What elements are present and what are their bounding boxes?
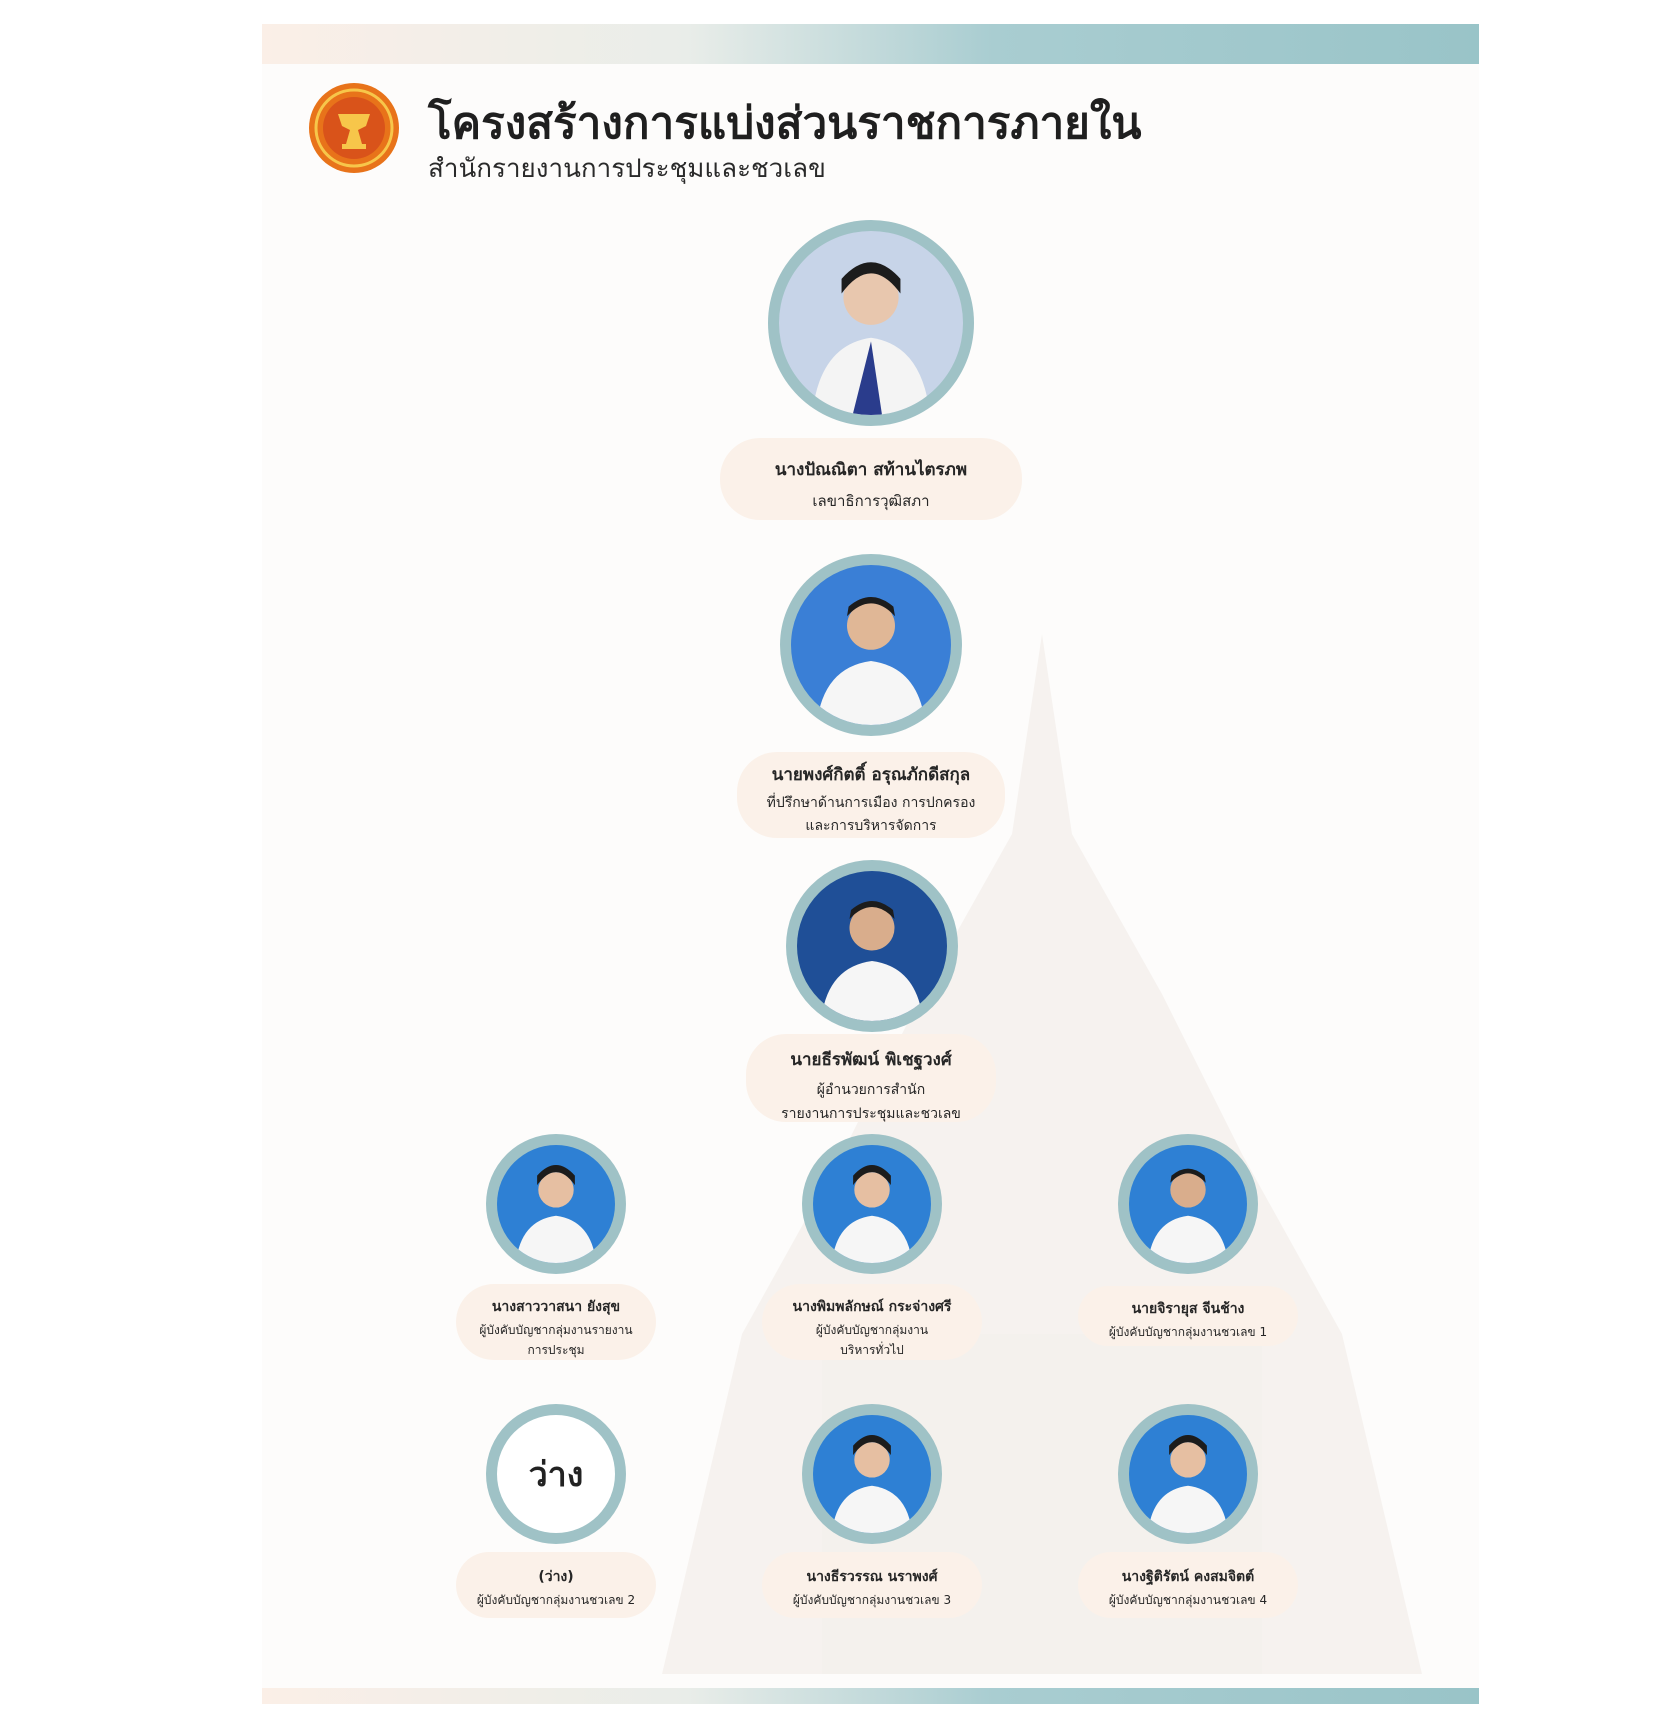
person-card: นายธีรพัฒน์ พิเชฐวงศ์ ผู้อำนวยการสำนัก ร… — [746, 1034, 996, 1122]
portrait-photo — [802, 1404, 942, 1544]
portrait-photo — [486, 1134, 626, 1274]
person-card: นางพิมพลักษณ์ กระจ่างศรี ผู้บังคับบัญชาก… — [762, 1284, 982, 1360]
person-position: ผู้บังคับบัญชากลุ่มงานชวเลข 1 — [1108, 1325, 1268, 1339]
person-name: นางสาววาสนา ยังสุข — [491, 1299, 621, 1315]
portrait-photo — [780, 554, 962, 736]
portrait-photo — [802, 1134, 942, 1274]
person-position: ผู้บังคับบัญชากลุ่มงานชวเลข 4 — [1108, 1593, 1268, 1607]
person-card: (ว่าง) ผู้บังคับบัญชากลุ่มงานชวเลข 2 — [456, 1552, 656, 1618]
person-card: นางสาววาสนา ยังสุข ผู้บังคับบัญชากลุ่มงา… — [456, 1284, 656, 1360]
page-subtitle: สำนักรายงานการประชุมและชวเลข — [428, 154, 826, 184]
person-name: นางฐิติรัตน์ คงสมจิตต์ — [1121, 1569, 1255, 1585]
top-decorative-bar — [262, 24, 1479, 64]
person-position: เลขาธิการวุฒิสภา — [812, 492, 930, 510]
person-name: (ว่าง) — [538, 1569, 574, 1585]
portrait-photo — [1118, 1404, 1258, 1544]
person-card: นายจิรายุส จีนช้าง ผู้บังคับบัญชากลุ่มงา… — [1078, 1286, 1298, 1346]
portrait-photo — [768, 220, 974, 426]
person-card: นายพงศ์กิตติ์ อรุณภักดีสกุล ที่ปรึกษาด้า… — [737, 752, 1005, 838]
person-card: นางธีรวรรณ นราพงศ์ ผู้บังคับบัญชากลุ่มงา… — [762, 1552, 982, 1618]
person-position-line2: การประชุม — [527, 1343, 585, 1357]
portrait-photo — [1118, 1134, 1258, 1274]
person-position: ผู้บังคับบัญชากลุ่มงานชวเลข 3 — [792, 1593, 952, 1607]
person-position: ผู้บังคับบัญชากลุ่มงานรายงาน — [479, 1323, 633, 1337]
person-name: นางปัณณิตา สท้านไตรภพ — [774, 460, 968, 480]
vacant-position-circle: ว่าง — [486, 1404, 626, 1544]
person-name: นางธีรวรรณ นราพงศ์ — [806, 1569, 938, 1585]
person-name: นางพิมพลักษณ์ กระจ่างศรี — [792, 1299, 952, 1315]
person-position: ผู้บังคับบัญชากลุ่มงาน — [815, 1323, 929, 1337]
bottom-decorative-bar — [262, 1688, 1479, 1704]
person-position-line2: รายงานการประชุมและชวเลข — [781, 1106, 961, 1122]
person-name: นายธีรพัฒน์ พิเชฐวงศ์ — [790, 1050, 952, 1070]
person-position: ผู้บังคับบัญชากลุ่มงานชวเลข 2 — [476, 1593, 636, 1607]
person-position: ผู้อำนวยการสำนัก — [816, 1082, 926, 1098]
person-position: ที่ปรึกษาด้านการเมือง การปกครอง — [766, 795, 976, 811]
person-name: นายจิรายุส จีนช้าง — [1131, 1301, 1245, 1317]
parliament-emblem-icon — [309, 83, 399, 173]
portrait-photo — [786, 860, 958, 1032]
person-position-line2: และการบริหารจัดการ — [805, 818, 937, 834]
org-chart-page: โครงสร้างการแบ่งส่วนราชการภายใน สำนักราย… — [262, 24, 1479, 1704]
person-card: นางปัณณิตา สท้านไตรภพ เลขาธิการวุฒิสภา — [720, 438, 1022, 520]
page-title: โครงสร้างการแบ่งส่วนราชการภายใน — [428, 98, 1142, 149]
person-card: นางฐิติรัตน์ คงสมจิตต์ ผู้บังคับบัญชากลุ… — [1078, 1552, 1298, 1618]
vacant-label: ว่าง — [528, 1455, 584, 1495]
person-name: นายพงศ์กิตติ์ อรุณภักดีสกุล — [771, 765, 971, 785]
person-position-line2: บริหารทั่วไป — [840, 1343, 904, 1357]
